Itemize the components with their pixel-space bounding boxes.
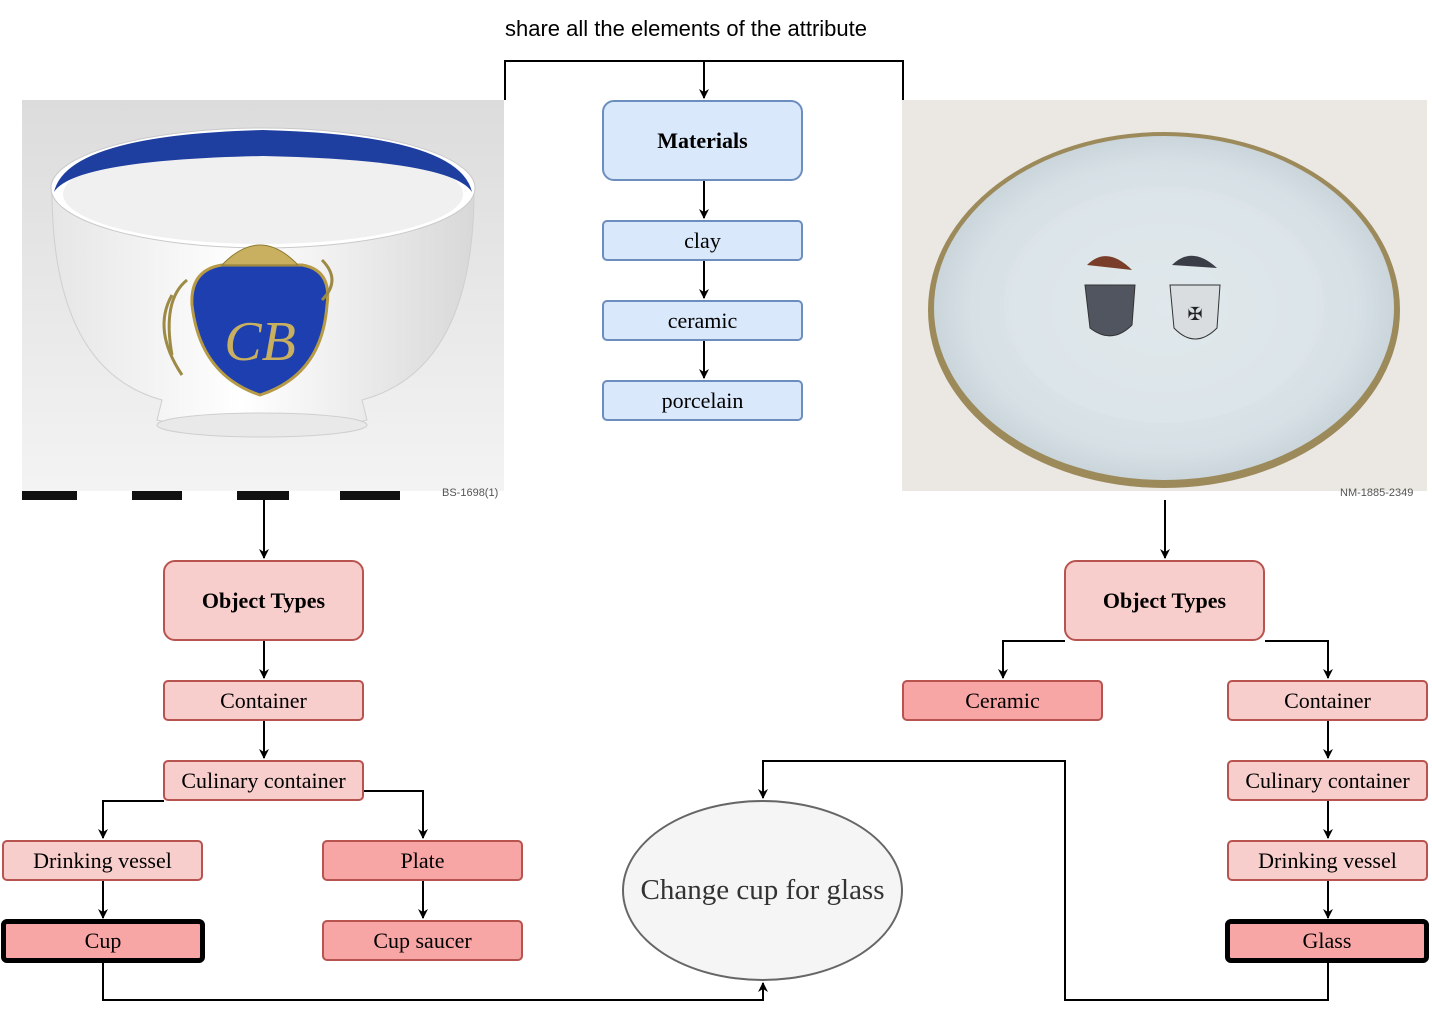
left-container-node: Container bbox=[163, 680, 364, 721]
arrow-left-culinary-plate bbox=[364, 790, 428, 839]
right-ceramic-node: Ceramic bbox=[902, 680, 1103, 721]
plate-photo-right: ✠ NM-1885-2349 bbox=[902, 100, 1427, 500]
photo-id-left: BS-1698(1) bbox=[442, 487, 499, 499]
materials-node: Materials bbox=[602, 100, 803, 181]
svg-text:✠: ✠ bbox=[1187, 304, 1202, 324]
arrow-glass-change bbox=[758, 760, 1329, 1001]
material-clay: clay bbox=[602, 220, 803, 261]
material-porcelain: porcelain bbox=[602, 380, 803, 421]
left-object-types-node: Object Types bbox=[163, 560, 364, 641]
svg-text:CB: CB bbox=[224, 311, 296, 373]
left-drinking-node: Drinking vessel bbox=[2, 840, 203, 881]
left-saucer-node: Cup saucer bbox=[322, 920, 523, 961]
photo-id-right: NM-1885-2349 bbox=[1340, 487, 1414, 499]
arrow-cup-change bbox=[102, 962, 768, 1001]
bowl-illustration: CB bbox=[22, 100, 504, 500]
bowl-photo-left: CB BS-1698(1) bbox=[22, 100, 504, 500]
change-ellipse: Change cup for glass bbox=[622, 800, 903, 981]
left-cup-node: Cup bbox=[1, 919, 205, 963]
left-culinary-node: Culinary container bbox=[163, 760, 364, 801]
right-container-node: Container bbox=[1227, 680, 1428, 721]
right-object-types-node: Object Types bbox=[1064, 560, 1265, 641]
right-glass-node: Glass bbox=[1225, 919, 1429, 963]
left-plate-node: Plate bbox=[322, 840, 523, 881]
top-caption: share all the elements of the attribute bbox=[505, 16, 867, 41]
right-drinking-node: Drinking vessel bbox=[1227, 840, 1428, 881]
material-ceramic: ceramic bbox=[602, 300, 803, 341]
arrow-right-types-ceramic bbox=[998, 640, 1065, 679]
plate-illustration: ✠ bbox=[902, 100, 1427, 500]
arrow-left-culinary-drinking bbox=[98, 800, 164, 839]
right-culinary-node: Culinary container bbox=[1227, 760, 1428, 801]
arrow-right-types-container bbox=[1265, 640, 1333, 679]
